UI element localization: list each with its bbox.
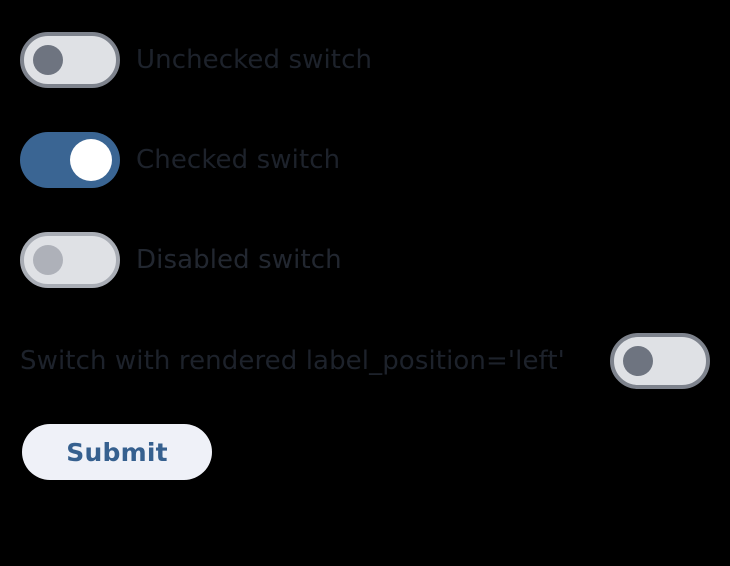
switch-row-checked: Checked switch: [20, 132, 340, 188]
left-label-switch-toggle[interactable]: [610, 333, 710, 389]
switch-knob-icon: [70, 139, 112, 181]
switch-row-unchecked: Unchecked switch: [20, 32, 372, 88]
checked-switch-label: Checked switch: [136, 145, 341, 175]
switch-knob-icon: [33, 45, 63, 75]
switch-knob-icon: [33, 245, 63, 275]
unchecked-switch-label: Unchecked switch: [136, 45, 373, 75]
left-label-switch-label: Switch with rendered label_position='lef…: [20, 346, 565, 376]
switch-knob-icon: [623, 346, 653, 376]
disabled-switch-toggle: [20, 232, 120, 288]
switch-row-disabled: Disabled switch: [20, 232, 342, 288]
disabled-switch-label: Disabled switch: [136, 245, 342, 275]
switch-row-left-label: Switch with rendered label_position='lef…: [20, 333, 710, 389]
checked-switch-toggle[interactable]: [20, 132, 120, 188]
submit-button[interactable]: Submit: [22, 424, 212, 480]
unchecked-switch-toggle[interactable]: [20, 32, 120, 88]
